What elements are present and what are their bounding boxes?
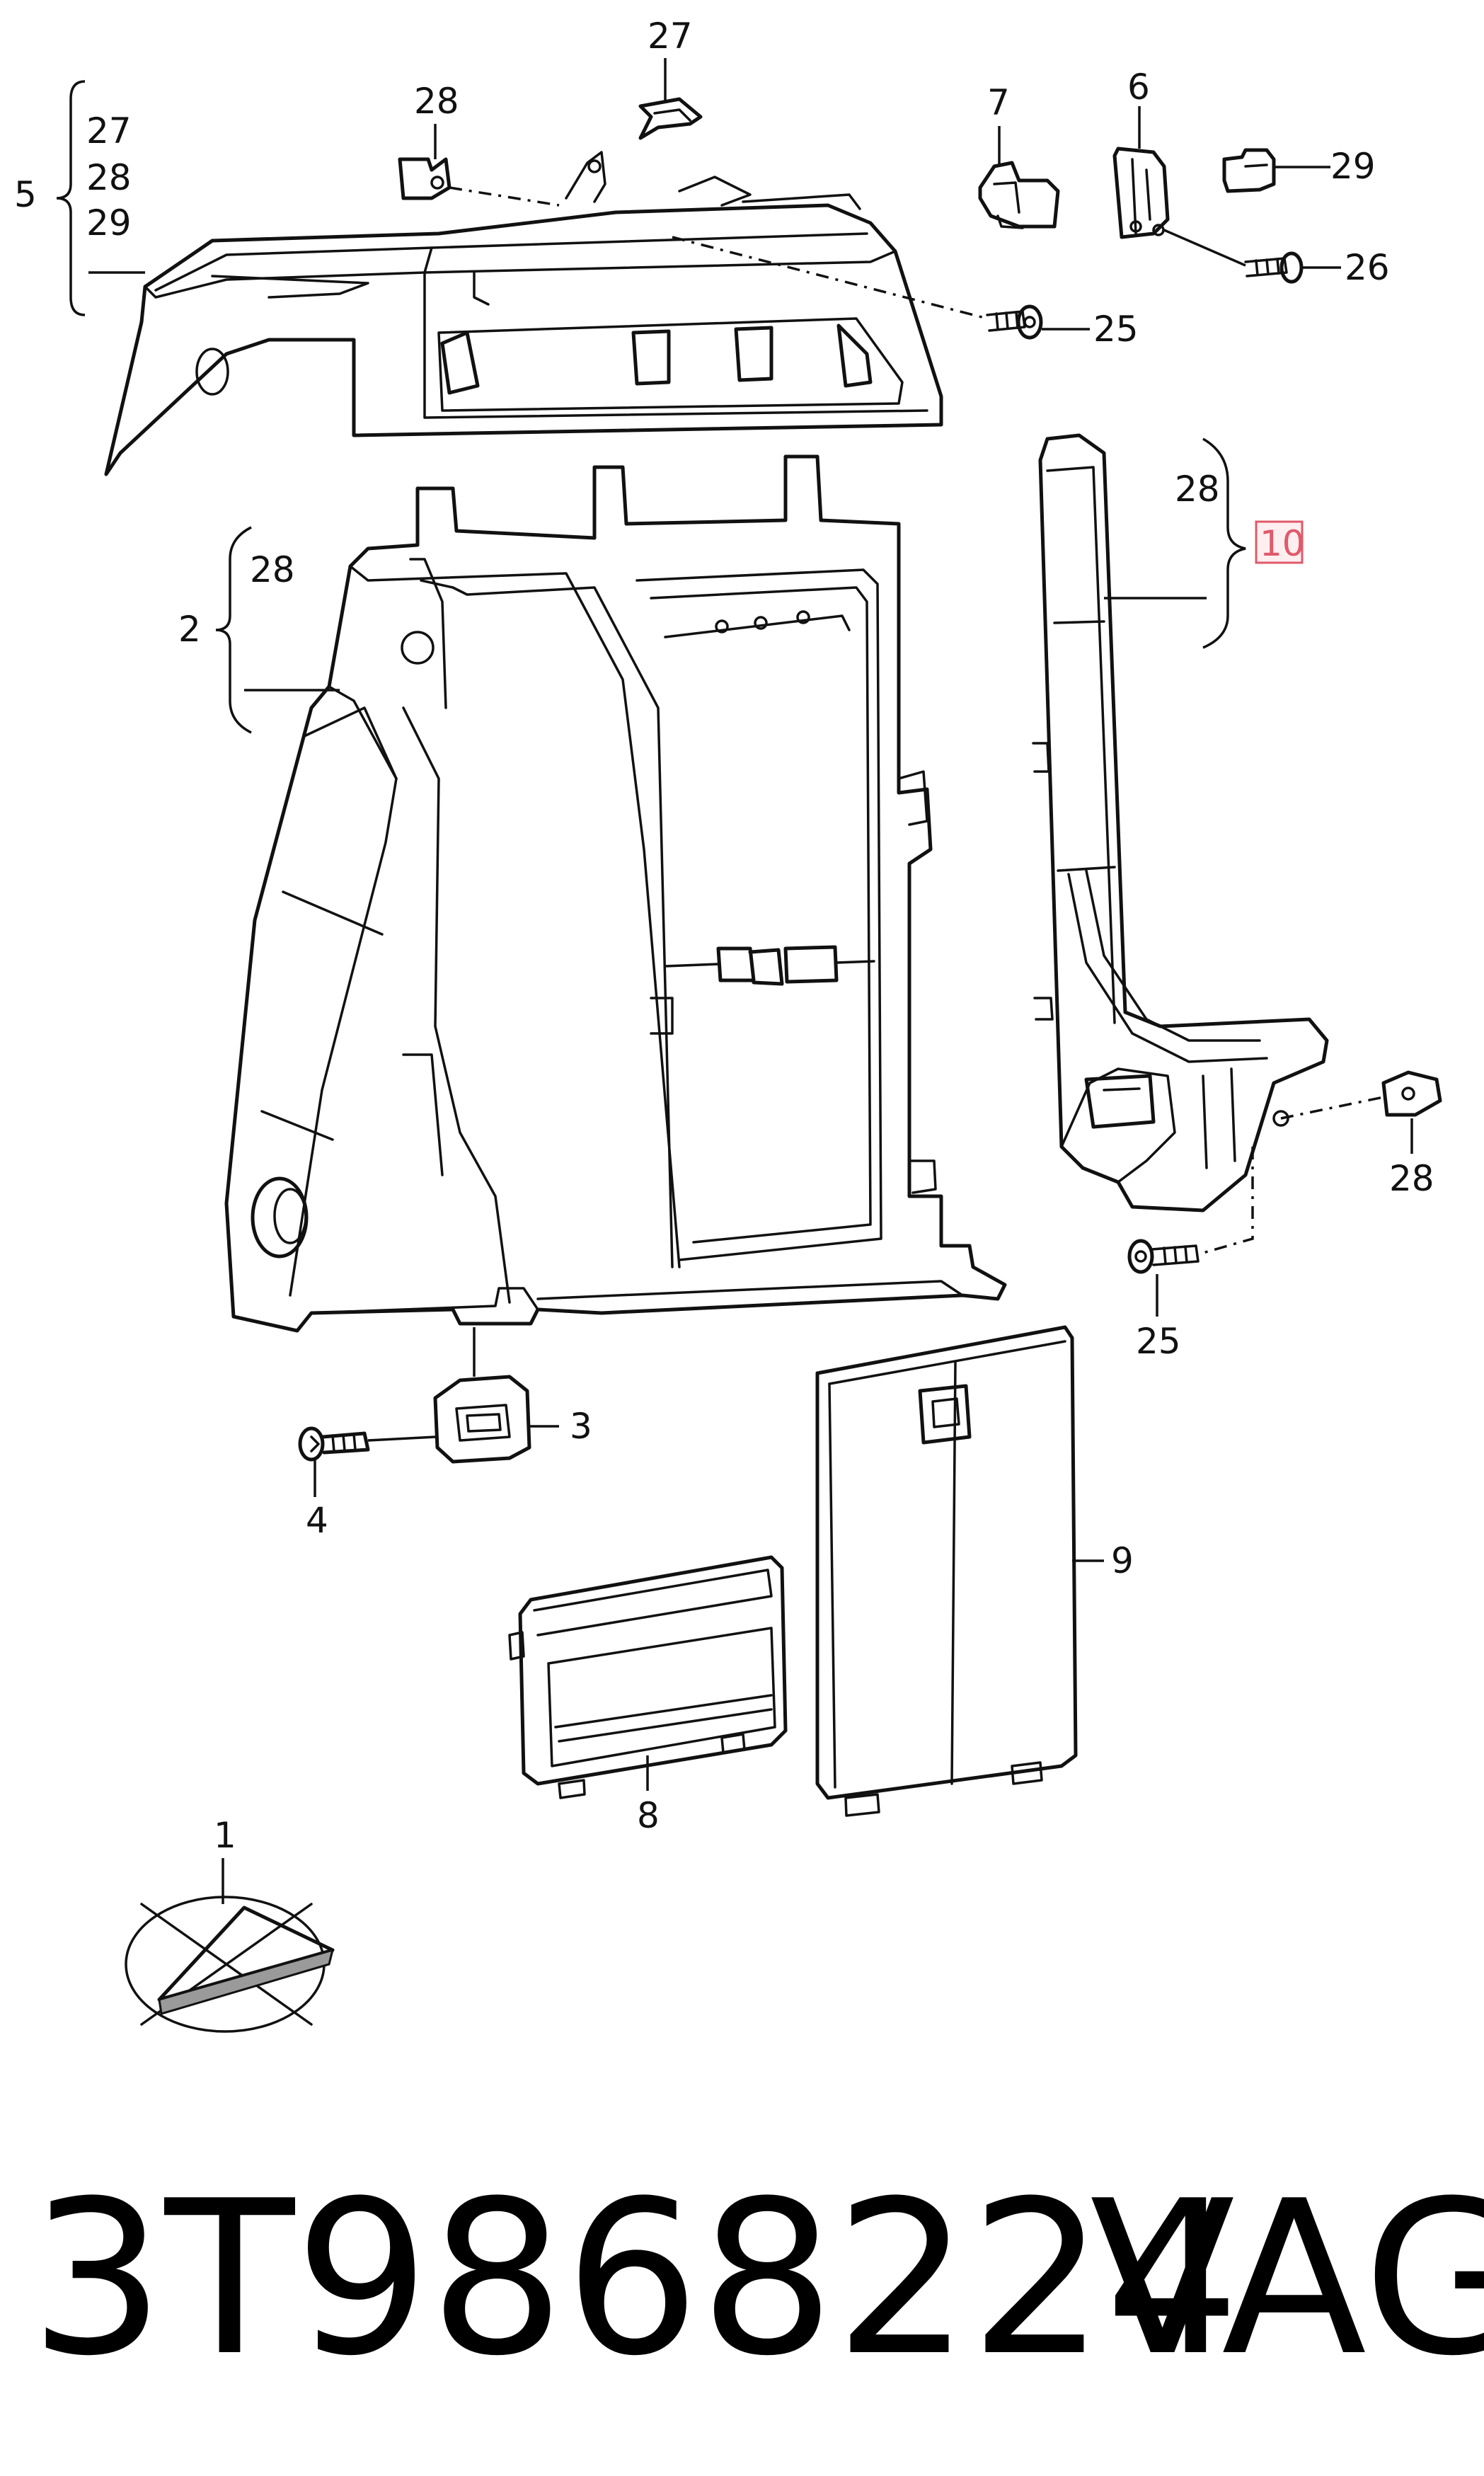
callout-labels: 27 28 7 6 29 26 25 5 27 28 29 2 28 10 28…: [14, 16, 1434, 1856]
label-8: 8: [637, 1795, 660, 1836]
part-number: 3T9868224: [30, 2155, 1241, 2402]
label-28-right: 28: [1389, 1158, 1434, 1199]
part-26-screw: [1244, 251, 1304, 284]
part-27-clip: [638, 97, 703, 140]
part-2-side-panel: [224, 454, 1007, 1333]
label-5-28: 28: [86, 157, 132, 198]
label-1: 1: [214, 1815, 236, 1856]
highlight-box-10: [1255, 520, 1304, 564]
part-25-screw-right: [1127, 1239, 1200, 1274]
part-7-clip: [978, 161, 1060, 229]
label-27-top: 27: [648, 16, 693, 57]
label-9: 9: [1111, 1540, 1134, 1581]
label-7: 7: [987, 82, 1010, 123]
part-9-cover-panel: [815, 1325, 1078, 1817]
part-3-grip: [433, 1375, 531, 1464]
leader-lines: [56, 58, 1413, 1904]
label-3: 3: [570, 1406, 592, 1447]
part-10-pillar-trim: [1032, 433, 1329, 1213]
part-5-upper-trim: [104, 151, 943, 476]
label-29-right: 29: [1330, 146, 1376, 187]
label-10-28: 28: [1175, 469, 1220, 510]
label-5: 5: [14, 174, 37, 215]
label-10: 10: [1260, 523, 1305, 564]
label-5-27: 27: [86, 110, 132, 151]
part-25-screw-top: [986, 304, 1043, 340]
label-2: 2: [178, 609, 201, 650]
part-4-screw: [298, 1426, 370, 1462]
label-6: 6: [1127, 67, 1150, 108]
label-5-29: 29: [86, 202, 132, 243]
label-25-right: 25: [1136, 1321, 1181, 1362]
brand-name: VAG: [1090, 2155, 1484, 2402]
label-25-top: 25: [1093, 309, 1139, 350]
label-2-28: 28: [250, 549, 295, 590]
label-26: 26: [1345, 247, 1390, 288]
label-28-clip-top: 28: [414, 81, 459, 122]
part-1-foam-strip: [125, 1896, 335, 2033]
part-8-small-cover: [508, 1555, 788, 1799]
part-28-clip-top: [398, 157, 451, 200]
part-6-bracket: [1112, 147, 1170, 239]
label-4: 4: [306, 1500, 328, 1541]
footer-caption: 3T9868224 VAG: [0, 2152, 1484, 2435]
part-29-clip: [1222, 148, 1276, 193]
part-28-clip-right: [1381, 1070, 1442, 1117]
